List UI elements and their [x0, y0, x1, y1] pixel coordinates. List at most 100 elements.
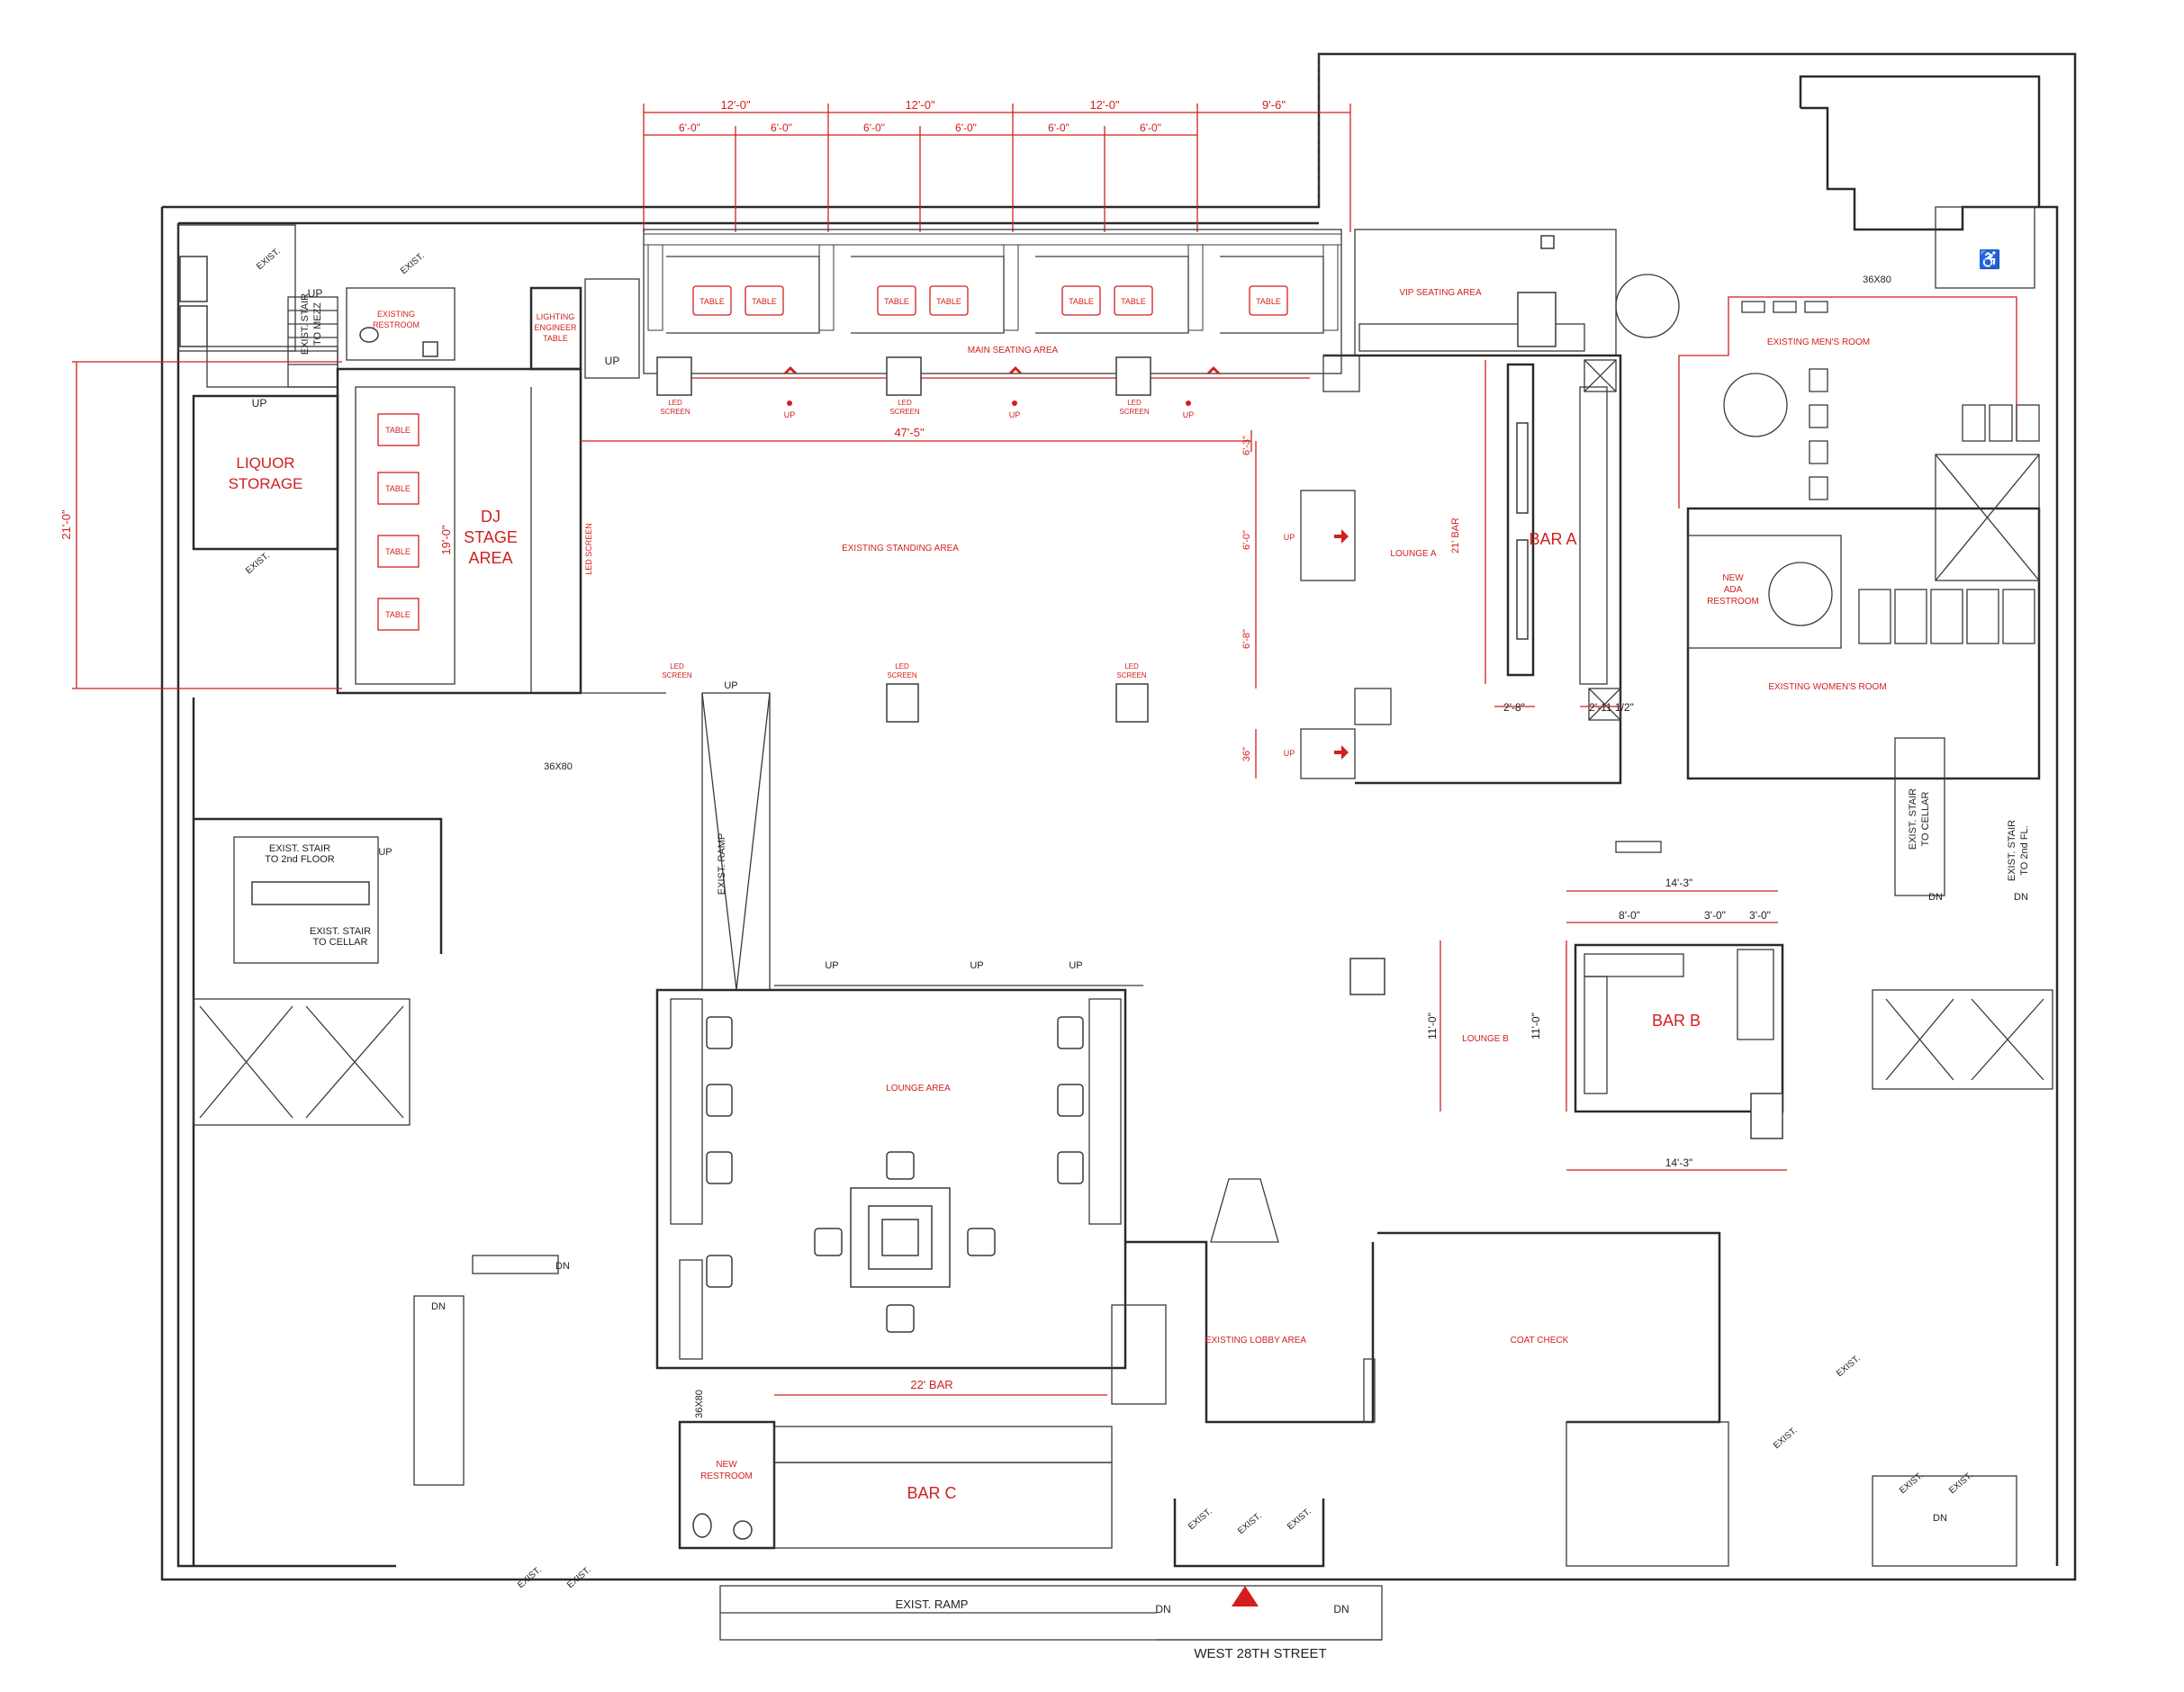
dim-8-0: 8'-0" — [1619, 909, 1640, 922]
lounge-chair — [706, 1255, 733, 1288]
led-screen-1a: LED — [668, 399, 682, 407]
dim-19: 19'-0" — [439, 525, 453, 555]
street: EXIST. RAMP DN DN WEST 28TH STREET — [719, 1585, 1383, 1661]
toilet-stall — [2002, 589, 2035, 644]
dim-21bar: 21' BAR — [1450, 518, 1461, 554]
led-screen-5b: SCREEN — [1116, 671, 1147, 680]
lounge-b-label: LOUNGE B — [1462, 1034, 1509, 1044]
lounge-chair — [1057, 1016, 1084, 1049]
sink — [1809, 404, 1828, 428]
lounge-a-label: LOUNGE A — [1390, 549, 1436, 559]
exist-ramp-vert: EXIST. RAMP — [717, 833, 727, 895]
stair-2nd-a: EXIST. STAIR — [269, 843, 330, 854]
east-stairs: EXIST. STAIR TO CELLAR EXIST. STAIR TO 2… — [1872, 737, 2053, 1090]
d36x80-label: 36X80 — [1863, 274, 1891, 285]
table-label: TABLE — [385, 547, 411, 556]
up-label: UP — [378, 847, 392, 858]
table-label: TABLE — [699, 297, 725, 306]
dim-3-0b: 3'-0" — [1749, 909, 1771, 922]
dim-sub-1: 6'-0" — [679, 122, 700, 134]
coat-check-label: COAT CHECK — [1511, 1336, 1569, 1346]
dim-14-3-bottom: 14'-3" — [1665, 1156, 1693, 1169]
up-label: UP — [605, 355, 620, 367]
exist-ramp-label: EXIST. RAMP — [896, 1598, 969, 1611]
table-label: TABLE — [385, 610, 411, 619]
d36x80-vert: 36X80 — [694, 1390, 705, 1418]
sink — [1809, 368, 1828, 392]
toilet-stall — [1989, 404, 2013, 442]
dim-6-3: 6'-3" — [1241, 436, 1252, 455]
building-outline — [160, 52, 2077, 1581]
toilet-stall — [1894, 589, 1927, 644]
dn-label: DN — [555, 1261, 570, 1272]
banquette-end — [1003, 244, 1019, 331]
led-screen-3a: LED — [1127, 399, 1142, 407]
lounge-chair — [967, 1228, 996, 1256]
dim-sub-2: 6'-0" — [771, 122, 792, 134]
dim-6-8: 6'-8" — [1241, 629, 1252, 649]
dim-sub-3: 6'-0" — [863, 122, 885, 134]
dn-label: DN — [1933, 1513, 1947, 1524]
dim-sub-4: 6'-0" — [955, 122, 977, 134]
exist-door-label: EXIST. — [1236, 1511, 1263, 1536]
lounge-chair — [706, 1084, 733, 1117]
dim-3-0a: 3'-0" — [1704, 909, 1726, 922]
banquette-end — [818, 244, 835, 331]
dim-47: 47'-5" — [894, 426, 925, 439]
exist-door-label: EXIST. — [1835, 1354, 1862, 1379]
dj-stage-c: AREA — [468, 549, 512, 567]
bar-a-label: BAR A — [1529, 530, 1576, 548]
lounge-area: EXIST. RAMP UP UP UP UP LOUNGE AREA 22' … — [655, 680, 1143, 1396]
liquor-dj-area: LIQUOR STORAGE UP UP EXIST. STAIR TO MEZ… — [59, 224, 640, 695]
dim-top-4: 9'-6" — [1262, 98, 1286, 112]
lounge-a-bar-a: BAR A LOUNGE A 21' BAR 2'-8" 2'-11 1/2" … — [1241, 354, 1634, 785]
dim-sub-6: 6'-0" — [1140, 122, 1161, 134]
exist-door-label: EXIST. — [1286, 1507, 1313, 1532]
up-label: UP — [252, 397, 267, 410]
table-label: TABLE — [936, 297, 961, 306]
dim-21: 21'-0" — [59, 509, 73, 540]
dn-label: DN — [431, 1301, 446, 1312]
dim-36: 36" — [1241, 747, 1252, 761]
table-label: TABLE — [1121, 297, 1146, 306]
lighting-c: TABLE — [543, 334, 568, 343]
lounge-area-label: LOUNGE AREA — [886, 1084, 951, 1094]
up-label: UP — [308, 287, 323, 300]
accessible-icon: ♿ — [1979, 248, 2001, 270]
vip-seating: VIP SEATING AREA — [1354, 229, 1617, 356]
ada-c: RESTROOM — [1707, 597, 1759, 607]
up-label: UP — [1009, 410, 1021, 419]
dim-top-3: 12'-0" — [1089, 98, 1120, 112]
ada-b: ADA — [1724, 585, 1743, 595]
exist-door-label: EXIST. — [1772, 1426, 1799, 1451]
up-label: UP — [970, 960, 983, 971]
exist-door-label: EXIST. — [1898, 1471, 1925, 1496]
dj-stage-a: DJ — [481, 508, 501, 526]
dim-top-2: 12'-0" — [905, 98, 935, 112]
stair-2nd-b: TO 2nd FLOOR — [265, 854, 334, 865]
stair-cellar-d: TO CELLAR — [313, 937, 368, 948]
exist-restroom-b: RESTROOM — [373, 320, 420, 329]
urinal — [1804, 301, 1828, 313]
banquette-end — [1187, 244, 1204, 331]
stair-mezz-a: EXIST. STAIR — [300, 293, 311, 355]
toilet-stall — [1966, 589, 1999, 644]
womens-room-label: EXISTING WOMEN'S ROOM — [1768, 682, 1886, 692]
vip-seating-label: VIP SEATING AREA — [1399, 288, 1482, 298]
exist-restroom-a: EXISTING — [377, 310, 415, 319]
exist-door-label: EXIST. — [399, 251, 426, 276]
led-screen-4b: SCREEN — [887, 671, 917, 680]
exist-door-label: EXIST. — [1947, 1471, 1974, 1496]
up-label: UP — [1284, 749, 1295, 758]
led-screen-2b: SCREEN — [889, 408, 920, 416]
main-seating-label: MAIN SEATING AREA — [968, 346, 1059, 356]
main-seating: TABLE TABLE TABLE TABLE TABLE TABLE TABL… — [643, 229, 1342, 419]
stair-2ndfl-b: TO 2nd FL. — [2019, 825, 2030, 875]
led-screen-4a: LED — [895, 662, 909, 670]
bar-b-label: BAR B — [1652, 1012, 1701, 1030]
led-screen-1b: SCREEN — [660, 408, 690, 416]
table-label: TABLE — [1069, 297, 1094, 306]
dn-label: DN — [1928, 892, 1943, 903]
street-label: WEST 28TH STREET — [1194, 1646, 1326, 1661]
